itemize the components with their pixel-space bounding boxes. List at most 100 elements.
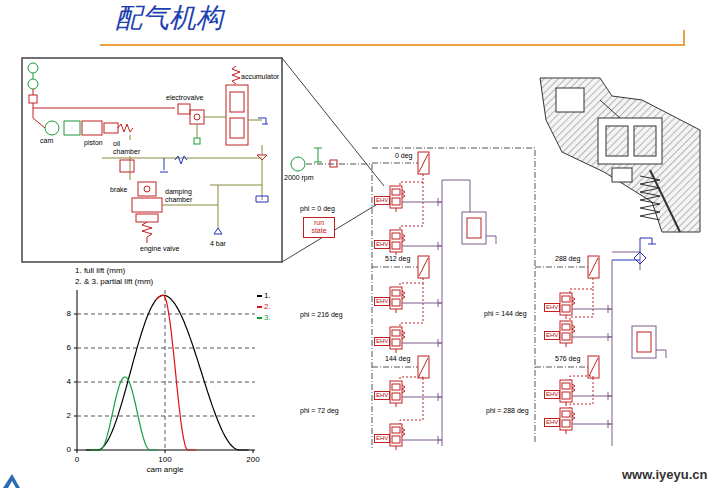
valve-body (390, 381, 402, 403)
valve-chamber (562, 383, 570, 389)
motor-symbol-part (291, 157, 305, 171)
inset-circuit-part (256, 196, 268, 202)
drive-shaft-part (535, 267, 588, 268)
cam-feed-part (400, 278, 423, 287)
hydraulic-rail-part (612, 260, 613, 446)
tank-symbol (608, 420, 612, 428)
inset-circuit-part (120, 160, 134, 172)
part-name: damping chamber (165, 188, 207, 204)
valve-body (560, 321, 572, 343)
engine-section-part (600, 100, 620, 118)
chart-axes-part (77, 416, 255, 417)
inset-circuit (28, 63, 268, 243)
phase-label: phi = 288 deg (486, 407, 529, 415)
engine-section-part (556, 88, 584, 112)
phase-label: 144 deg (384, 355, 411, 363)
inset-circuit-part (82, 121, 102, 135)
drive-shaft-part (372, 163, 418, 164)
oil-line (402, 343, 442, 344)
inset-circuit-part (33, 108, 175, 109)
cam-feed (400, 174, 593, 424)
inset-circuit-part (144, 186, 150, 192)
valve-label: EHV (374, 240, 390, 249)
phase-label: 512 deg (384, 255, 411, 263)
cam-block-part (419, 358, 428, 376)
valve-chamber (392, 427, 400, 433)
valve-chamber (562, 296, 570, 302)
inset-circuit-part (194, 114, 200, 120)
engine-section (540, 78, 700, 232)
inset-circuit-part (204, 117, 226, 118)
inset-circuit-part (194, 138, 200, 144)
inset-frame-part (22, 58, 282, 262)
cam-block (418, 152, 599, 378)
accumulator-symbol (462, 212, 666, 358)
valve-stem (396, 349, 397, 353)
hydraulic-rail (442, 180, 640, 446)
valve-chamber (392, 233, 400, 239)
chart-title: 1. full lift (mm) (75, 266, 125, 275)
valve-body (390, 186, 402, 208)
valve-body (560, 380, 572, 402)
oil-line (572, 337, 612, 338)
valve-chamber (392, 290, 400, 296)
phase-label: 576 deg (554, 355, 581, 363)
accumulator-symbol-part (462, 212, 486, 244)
phase-label: phi = 0 deg (300, 205, 335, 213)
inset-circuit-part (162, 205, 218, 206)
valve-label: EHV (374, 434, 390, 443)
oil-line (402, 397, 442, 398)
inset-circuit-part (29, 95, 37, 103)
cam-block-part (589, 358, 598, 376)
engine-section-part (606, 126, 628, 156)
lift-curve (86, 295, 249, 450)
inset-frame (22, 58, 384, 262)
valve-body (390, 424, 402, 446)
inset-circuit-part (262, 160, 263, 200)
cam-block-part (418, 152, 429, 174)
valve-spring (402, 385, 405, 393)
title-rule-part (100, 44, 684, 46)
oil-line (402, 440, 442, 441)
legend-label: 2. (264, 302, 271, 311)
tank-symbol (608, 305, 612, 313)
inset-circuit-part (230, 92, 244, 112)
axis-title: cam angle (147, 465, 184, 474)
chart-axes-part (77, 348, 255, 349)
tank-symbol (438, 242, 442, 250)
tank-symbol (438, 198, 442, 206)
inset-circuit-part (33, 118, 45, 128)
phase-label: 288 deg (554, 255, 581, 263)
cam-feed-part (570, 376, 593, 380)
chart-axes-part (74, 314, 253, 453)
inset-circuit-part (28, 79, 38, 89)
valve-stem (396, 403, 397, 407)
tick-label: 200 (246, 455, 259, 464)
inset-frame-part (282, 200, 384, 262)
part-name: accumulator (240, 73, 280, 81)
cam-feed-part (400, 182, 423, 230)
valve-chamber (392, 393, 400, 400)
inset-circuit-part (118, 124, 133, 132)
pressure-source (612, 238, 656, 264)
motor-symbol (291, 148, 337, 171)
inset-circuit-part (28, 63, 38, 73)
valve-chamber (562, 420, 570, 427)
valve-chamber (392, 384, 400, 390)
lift-curve (156, 295, 196, 450)
valve-spring (572, 412, 575, 420)
inset-circuit-part (262, 145, 263, 155)
page-title: 配气机构 (115, 2, 223, 33)
valve-chamber (562, 333, 570, 340)
inset-circuit-part (190, 110, 204, 124)
valve-body (390, 230, 402, 252)
legend-label: 1. (264, 291, 271, 300)
inset-circuit-part (45, 121, 59, 135)
logo (3, 474, 20, 488)
motor-symbol-part (330, 160, 337, 167)
hydraulic-rail-part (612, 252, 640, 270)
drive-shaft-part (372, 367, 418, 368)
valve-chamber (392, 330, 400, 336)
part-name: engine valve (140, 245, 179, 253)
inset-circuit-part (230, 118, 244, 138)
